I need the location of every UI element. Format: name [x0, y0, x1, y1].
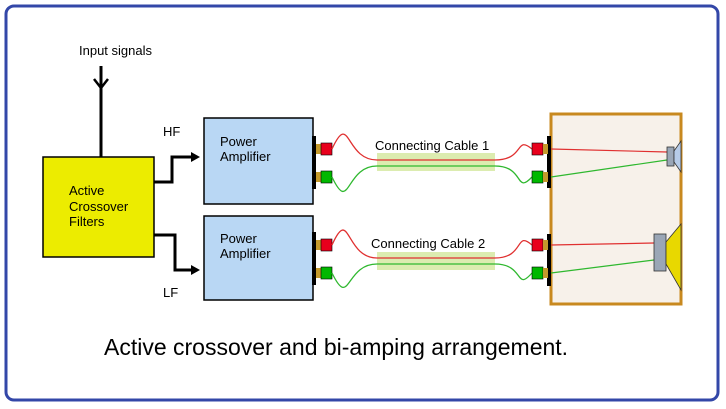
hf-label: HF	[163, 124, 180, 139]
crossover-label-1: Active	[69, 183, 104, 198]
diagram-caption: Active crossover and bi-amping arrangeme…	[104, 334, 568, 360]
cable-1-highlight	[377, 153, 495, 171]
tweeter-icon	[673, 139, 682, 174]
amp-hf-terminal-panel	[312, 136, 316, 189]
frame-border	[4, 4, 720, 402]
terminal-post	[316, 240, 321, 250]
amp-lf-terminal-panel	[312, 232, 316, 285]
terminal-post	[316, 268, 321, 278]
cable-1-label: Connecting Cable 1	[375, 138, 489, 153]
crossover-label-3: Filters	[69, 214, 105, 229]
woofer-magnet	[653, 233, 667, 272]
amp-lf-label-2: Amplifier	[220, 246, 271, 261]
terminal-post	[316, 172, 321, 182]
speaker-hf-terminal-green	[531, 170, 544, 184]
speaker-hf-terminal-red	[531, 142, 544, 156]
amp-hf-terminal-red	[320, 142, 333, 156]
amp-hf-label-1: Power	[220, 134, 258, 149]
terminal-post	[316, 144, 321, 154]
power-amplifier-hf	[203, 117, 314, 205]
terminal-post	[543, 268, 548, 278]
cable-1-green-wire	[331, 165, 533, 192]
cable-1-red-wire	[331, 133, 533, 161]
speaker-cabinet	[549, 112, 683, 306]
woofer-green-wire	[550, 259, 655, 274]
speaker-terminal-panel-lf	[547, 234, 551, 286]
cable-2-green-wire	[331, 263, 533, 289]
lf-arrow-icon	[191, 265, 200, 275]
terminal-post	[543, 240, 548, 250]
amp-lf-terminal-green	[320, 266, 333, 280]
woofer-icon	[665, 222, 682, 292]
speaker-lf-terminal-red	[531, 238, 544, 252]
input-arrow-icon	[93, 78, 109, 91]
speaker-terminal-panel-hf	[547, 136, 551, 188]
hf-arrow-icon	[191, 152, 200, 162]
lf-label: LF	[163, 285, 178, 300]
crossover-label-2: Crossover	[69, 199, 129, 214]
crossover-box	[42, 156, 155, 258]
amp-hf-terminal-green	[320, 170, 333, 184]
terminal-post	[543, 172, 548, 182]
lf-feed-line	[154, 233, 196, 272]
tweeter-red-wire	[550, 148, 668, 153]
power-amplifier-lf	[203, 215, 314, 301]
tweeter-magnet	[666, 146, 675, 167]
cable-2-highlight	[377, 252, 495, 270]
terminal-post	[543, 144, 548, 154]
input-signals-label: Input signals	[79, 43, 152, 58]
woofer-red-wire	[550, 242, 655, 246]
hf-feed-line	[154, 155, 196, 184]
speaker-lf-terminal-green	[531, 266, 544, 280]
amp-hf-label-2: Amplifier	[220, 149, 271, 164]
cable-2-label: Connecting Cable 2	[371, 236, 485, 251]
amp-lf-terminal-red	[320, 238, 333, 252]
cable-2-red-wire	[331, 229, 533, 259]
amp-lf-label-1: Power	[220, 231, 258, 246]
tweeter-green-wire	[550, 159, 668, 178]
